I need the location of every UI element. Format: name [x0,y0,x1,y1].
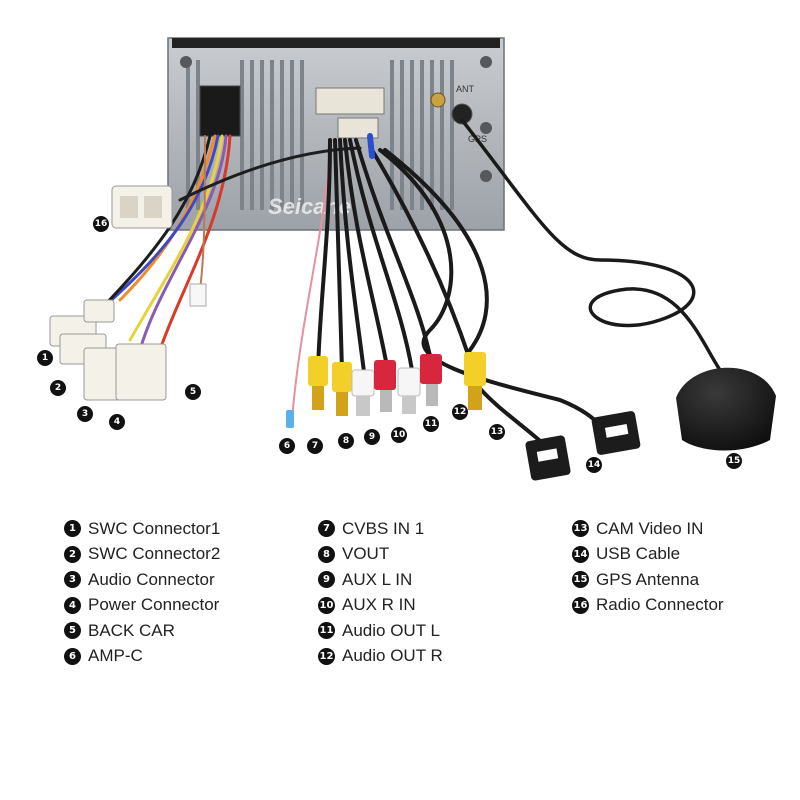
marker-8: 8 [338,433,354,449]
legend-label: USB Cable [596,544,681,564]
legend-number-badge: 2 [64,545,81,563]
legend-number-badge: 7 [318,520,335,538]
gps-antenna-puck [676,367,776,451]
legend-label: CVBS IN 1 [342,518,425,538]
legend-number-badge: 4 [64,596,81,614]
legend-number-badge: 14 [572,545,589,563]
legend-number-badge: 12 [318,647,335,665]
legend-item: 3 Audio Connector [64,567,220,593]
legend-number-badge: 15 [572,571,589,589]
legend-item: 12 Audio OUT R [318,644,443,670]
marker-1: 1 [37,350,53,366]
legend-number-badge: 13 [572,520,589,538]
legend-item: 10 AUX R IN [318,593,443,619]
legend-label: Audio OUT L [342,620,440,640]
legend-label: GPS Antenna [596,569,700,589]
legend-number-badge: 3 [64,571,81,589]
legend-number-badge: 9 [318,571,335,589]
legend-item: 13 CAM Video IN [572,516,724,542]
legend-number-badge: 10 [318,596,335,614]
marker-2: 2 [50,380,66,396]
legend-item: 14 USB Cable [572,542,724,568]
legend-column-1: 1 SWC Connector1 2 SWC Connector2 3 Audio C… [64,516,220,669]
legend-item: 16 Radio Connector [572,593,724,619]
legend-label: Audio OUT R [342,646,443,666]
legend-number-badge: 11 [318,622,335,640]
legend-label: Power Connector [88,595,220,615]
legend-label: SWC Connector2 [88,544,221,564]
legend-column-2: 7 CVBS IN 1 8 VOUT 9 AUX L IN 10 AUX R IN 11… [318,516,443,669]
legend-item: 1 SWC Connector1 [64,516,220,542]
marker-10: 10 [391,427,407,443]
marker-12: 12 [452,404,468,420]
marker-7: 7 [307,438,323,454]
legend-item: 4 Power Connector [64,593,220,619]
legend-item: 9 AUX L IN [318,567,443,593]
legend-item: 5 BACK CAR [64,618,220,644]
legend-label: VOUT [342,544,390,564]
rca-plugs [308,352,486,416]
harness-connectors [49,283,207,401]
legend-item: 11 Audio OUT L [318,618,443,644]
legend-label: CAM Video IN [596,518,704,538]
legend-item: 7 CVBS IN 1 [318,516,443,542]
legend-number-badge: 8 [318,545,335,563]
cable-bundle [88,118,722,452]
legend-item: 6 AMP-C [64,644,220,670]
marker-5: 5 [185,384,201,400]
legend-item: 2 SWC Connector2 [64,542,220,568]
legend-label: BACK CAR [88,620,175,640]
legend-label: SWC Connector1 [88,518,221,538]
legend-item: 8 VOUT [318,542,443,568]
marker-9: 9 [364,429,380,445]
marker-16: 16 [93,216,109,232]
usb-plugs [525,411,641,481]
marker-6: 6 [279,438,295,454]
legend-label: AUX R IN [342,595,416,615]
legend-number-badge: 6 [64,647,81,665]
ant-label: ANT [456,84,475,94]
wiring-diagram-illustration: ANT GPS Seicane [49,37,776,481]
legend-label: Audio Connector [88,569,215,589]
legend-label: Radio Connector [596,595,724,615]
legend-number-badge: 1 [64,520,81,538]
marker-14: 14 [586,457,602,473]
legend-item: 15 GPS Antenna [572,567,724,593]
radio-connector [111,185,173,229]
legend-number-badge: 5 [64,622,81,640]
legend-number-badge: 16 [572,596,589,614]
marker-11: 11 [423,416,439,432]
amp-c-tip [286,410,294,428]
marker-13: 13 [489,424,505,440]
legend-label: AUX L IN [342,569,413,589]
legend-column-3: 13 CAM Video IN 14 USB Cable 15 GPS Antenna… [572,516,724,618]
legend-label: AMP-C [88,646,143,666]
marker-15: 15 [726,453,742,469]
marker-3: 3 [77,406,93,422]
marker-4: 4 [109,414,125,430]
